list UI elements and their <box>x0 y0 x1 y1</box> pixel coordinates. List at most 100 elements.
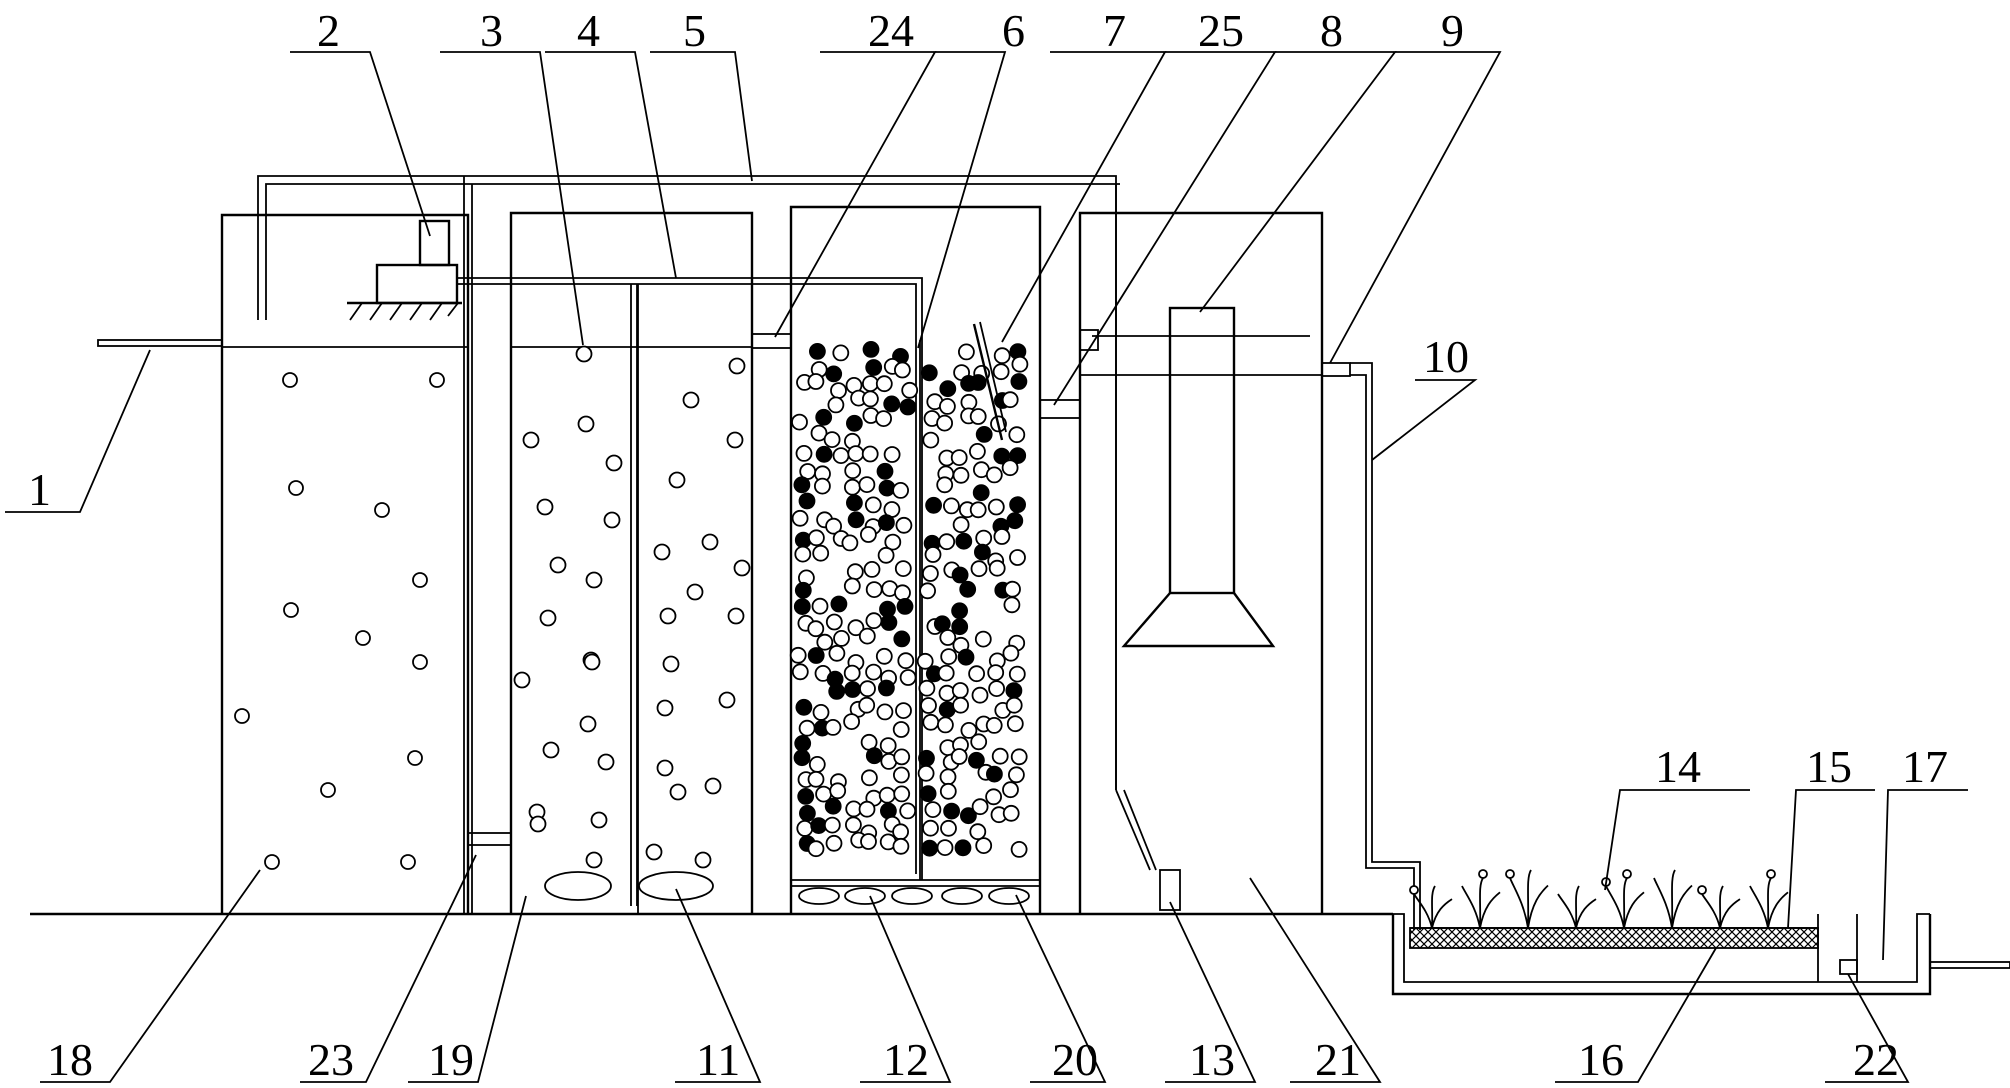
media-ball <box>969 408 987 425</box>
media-ball <box>937 716 954 734</box>
media-ball <box>892 481 909 499</box>
media-ball <box>922 565 939 582</box>
bubble <box>656 759 674 777</box>
media-ball <box>833 630 850 647</box>
media-ball <box>939 768 957 786</box>
recirculation-pipe <box>257 175 1157 914</box>
media-ball-dark <box>862 340 880 358</box>
label-6: 6 <box>1002 5 1025 56</box>
media-ball <box>843 664 861 682</box>
media-ball <box>858 800 876 818</box>
media-ball-dark <box>793 749 811 767</box>
bubble <box>536 498 554 516</box>
connector-pipe-23 <box>467 832 512 846</box>
bubble <box>682 391 700 409</box>
media-ball-dark <box>954 839 972 857</box>
media-ball <box>830 382 847 400</box>
media-ball <box>828 644 846 662</box>
valve-22 <box>1839 959 1858 975</box>
bubble-group-tank-19 <box>513 345 751 869</box>
media-ball <box>1008 426 1026 444</box>
media-ball <box>938 533 956 551</box>
bubble <box>529 815 547 833</box>
bubble <box>718 691 736 709</box>
media-ball <box>919 582 936 600</box>
media-ball <box>865 581 883 598</box>
bubble <box>575 345 593 363</box>
media-ball <box>893 785 911 803</box>
media-ball <box>971 798 989 816</box>
media-ball <box>924 801 942 818</box>
media-ball <box>846 563 864 581</box>
media-ball-dark <box>825 365 843 383</box>
plant <box>1605 877 1645 929</box>
media-ball <box>807 373 825 390</box>
media-ball <box>993 528 1011 545</box>
bubble <box>653 543 671 561</box>
media-ball <box>916 652 934 670</box>
label-18: 18 <box>47 1034 93 1085</box>
plant-flower <box>1409 885 1419 895</box>
media-ball <box>844 462 862 480</box>
media-ball-dark <box>794 735 812 752</box>
media-ball-dark <box>957 648 975 666</box>
media-ball <box>950 748 968 765</box>
media-ball-dark <box>972 484 990 502</box>
media-ball-dark <box>1010 373 1028 390</box>
substrate-layer <box>1409 927 1819 949</box>
media-ball <box>832 344 850 362</box>
media-ball-dark <box>959 580 977 598</box>
media-ball-dark <box>920 364 938 382</box>
media-ball <box>1001 391 1019 409</box>
label-1: 1 <box>28 464 51 515</box>
label-5: 5 <box>683 5 706 56</box>
label-4: 4 <box>577 5 600 56</box>
media-ball <box>864 496 882 514</box>
media-ball <box>893 766 910 784</box>
media-ball-dark <box>951 618 969 636</box>
media-ball <box>808 529 825 547</box>
media-ball <box>892 721 910 738</box>
media-ball <box>883 446 901 463</box>
media-ball-dark <box>880 614 898 631</box>
baffle-plate <box>972 323 1004 441</box>
media-ball-dark <box>878 679 895 697</box>
media-ball <box>985 717 1003 734</box>
media-ball-dark <box>815 408 833 426</box>
media-ball-dark <box>993 447 1011 465</box>
bubble <box>513 671 531 689</box>
media-ball <box>993 347 1011 365</box>
filter-tank <box>789 205 1042 914</box>
media-ball <box>969 442 986 460</box>
media-ball-dark <box>968 751 985 769</box>
media-ball-dark <box>921 839 938 857</box>
media-ball <box>1008 665 1026 683</box>
filter-media-group <box>789 340 1029 858</box>
label-11: 11 <box>696 1034 740 1085</box>
media-ball <box>878 786 896 804</box>
media-ball <box>865 663 882 681</box>
bubble <box>400 854 416 870</box>
media-ball-dark <box>828 683 846 700</box>
label-14: 14 <box>1655 741 1701 792</box>
media-ball <box>970 560 988 578</box>
media-ball <box>987 498 1005 516</box>
media-ball <box>920 697 937 714</box>
media-ball <box>862 375 879 393</box>
media-ball <box>827 396 845 414</box>
media-ball <box>922 819 939 837</box>
media-ball-dark <box>865 747 883 765</box>
media-ball <box>1001 459 1019 477</box>
bubble <box>320 782 336 798</box>
media-ball <box>811 597 829 615</box>
media-ball <box>899 802 917 820</box>
bubble <box>412 654 428 670</box>
media-ball <box>951 682 969 699</box>
media-ball <box>862 390 879 408</box>
media-ball <box>975 837 993 854</box>
media-ball-dark <box>943 802 960 820</box>
aerator-disc <box>844 887 886 905</box>
label-12: 12 <box>883 1034 929 1085</box>
media-ball <box>918 679 936 697</box>
